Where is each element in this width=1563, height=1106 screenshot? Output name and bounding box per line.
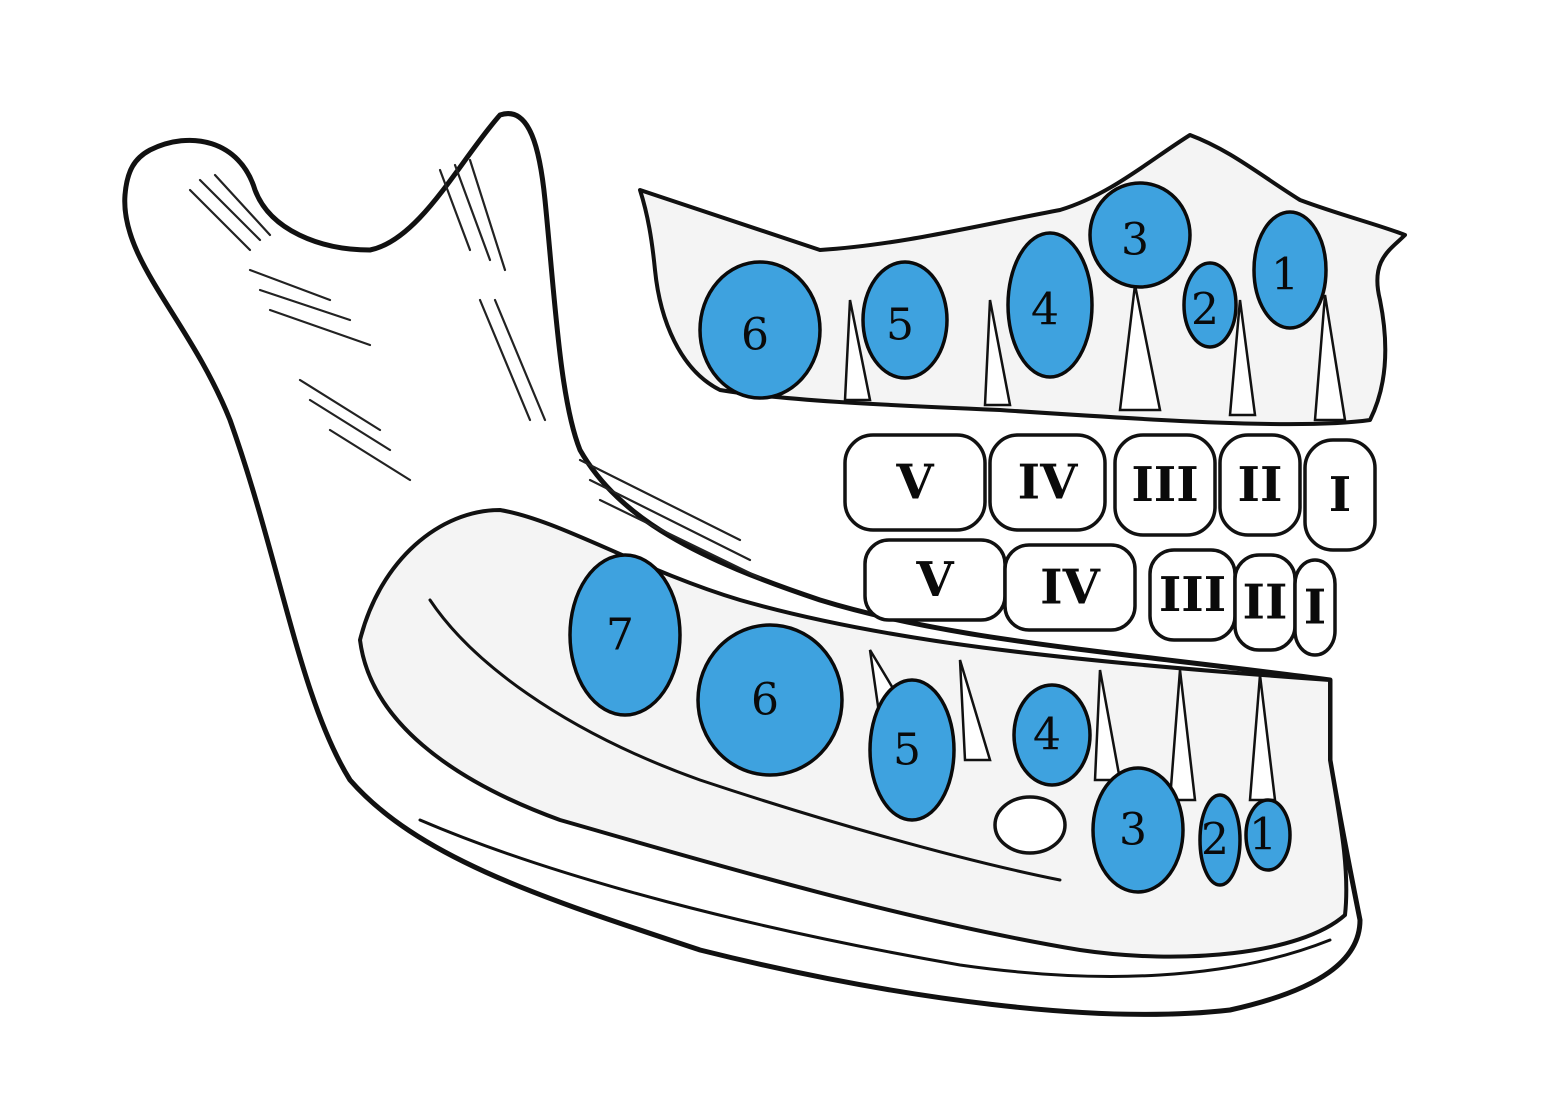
upper-permanent-1-crown [1252, 210, 1328, 330]
lower-permanent-2-label: 2 [1201, 815, 1229, 866]
lower-deciduous-I-label: I [1304, 580, 1326, 636]
upper-roots [843, 284, 1347, 422]
lower-permanent-6-crown [696, 623, 844, 777]
upper-deciduous-III-label: III [1131, 457, 1198, 513]
upper-permanent-5: 5 [861, 260, 949, 380]
lower-deciduous-III-label: III [1159, 567, 1226, 623]
lower-permanent-5-crown [868, 678, 956, 822]
mandibular-canal [428, 598, 1062, 882]
lower-permanent-2-crown [1198, 793, 1242, 887]
lower-permanent-4: 4 [1012, 683, 1092, 787]
lower-permanent-1: 1 [1244, 798, 1292, 872]
upper-permanent-5-label: 5 [886, 300, 914, 351]
upper-deciduous-V-label: V [895, 455, 934, 511]
upper-deciduous-V: V [843, 433, 987, 532]
lower-deciduous-II-label: II [1243, 575, 1288, 631]
upper-deciduous-I-crown [1303, 438, 1377, 552]
upper-permanent-6-label: 6 [741, 310, 769, 361]
upper-permanent-2-label: 2 [1191, 285, 1219, 336]
lower-deciduous-IV-crown [1003, 543, 1137, 632]
lower-permanent-2: 2 [1198, 793, 1242, 887]
upper-permanent-6: 6 [698, 260, 822, 400]
upper-permanent-3-crown [1088, 181, 1192, 289]
upper-permanent-5-crown [861, 260, 949, 380]
lower-permanent-3-label: 3 [1119, 805, 1147, 856]
upper-deciduous-III-crown [1113, 433, 1217, 537]
lower-deciduous-II: II [1233, 553, 1297, 652]
lower-permanent-3-crown [1091, 766, 1185, 894]
upper-deciduous-I-label: I [1329, 467, 1351, 523]
upper-deciduous-II-crown [1218, 433, 1302, 537]
lower-deciduous-V-label: V [915, 552, 954, 608]
upper-deciduous-IV-crown [988, 433, 1107, 532]
lower-permanent-1-crown [1244, 798, 1292, 872]
lower-deciduous-IV: IV [1003, 543, 1137, 632]
upper-permanent-3-label: 3 [1121, 215, 1149, 266]
lower-permanent-6-label: 6 [751, 675, 779, 726]
lower-permanent-7-crown [568, 553, 682, 717]
ramus-hatching [188, 158, 762, 580]
upper-deciduous-IV: IV [988, 433, 1107, 532]
lower-permanent-6: 6 [696, 623, 844, 777]
upper-permanent-1: 1 [1252, 210, 1328, 330]
lower-permanent-7: 7 [568, 553, 682, 717]
lower-deciduous-III: III [1148, 548, 1237, 642]
upper-permanent-4-label: 4 [1031, 285, 1059, 336]
upper-permanent-teeth: 6 5 4 32 1 [698, 181, 1328, 400]
upper-permanent-4: 4 [1006, 231, 1094, 379]
upper-deciduous-I: I [1303, 438, 1377, 552]
upper-permanent-3: 3 [1088, 181, 1192, 289]
lower-deciduous-I: I [1293, 558, 1337, 657]
lower-permanent-1-label: 1 [1249, 810, 1277, 861]
mandible-lower-border [418, 818, 1332, 978]
upper-permanent-2-crown [1182, 261, 1238, 349]
upper-permanent-6-crown [698, 260, 822, 400]
upper-deciduous-II-label: II [1238, 457, 1283, 513]
upper-permanent-4-crown [1006, 231, 1094, 379]
lower-permanent-4-label: 4 [1033, 710, 1061, 761]
lower-permanent-3: 3 [1091, 766, 1185, 894]
empty-crypt [993, 795, 1067, 855]
lower-deciduous-IV-label: IV [1040, 560, 1100, 616]
lower-permanent-5-label: 5 [893, 725, 921, 776]
lower-permanent-5: 5 [868, 678, 956, 822]
upper-deciduous-IV-label: IV [1018, 455, 1078, 511]
upper-permanent-2: 2 [1182, 261, 1238, 349]
upper-deciduous-II: II [1218, 433, 1302, 537]
upper-permanent-1-label: 1 [1271, 250, 1299, 301]
upper-deciduous-III: III [1113, 433, 1217, 537]
lower-deciduous-I-crown [1293, 558, 1337, 657]
lower-permanent-4-crown [1012, 683, 1092, 787]
lower-deciduous-V: V [863, 538, 1007, 622]
upper-deciduous-V-crown [843, 433, 987, 532]
lower-permanent-7-label: 7 [606, 610, 634, 661]
